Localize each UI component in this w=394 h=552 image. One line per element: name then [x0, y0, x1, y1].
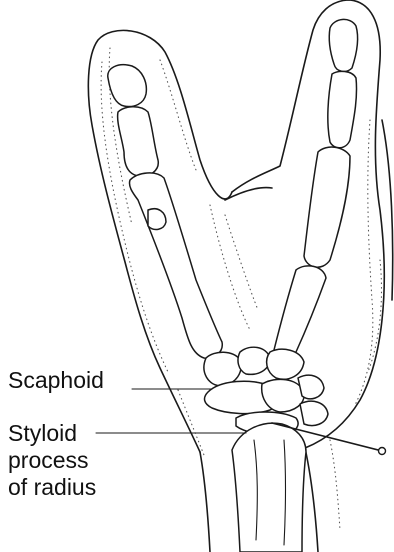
forearm-left [200, 452, 210, 552]
triquetrum [298, 375, 324, 399]
capitate [267, 349, 304, 379]
thumb-distal-phalanx [108, 65, 147, 107]
radius-bone [232, 423, 306, 552]
thumb-metacarpal [129, 173, 222, 358]
index-middle-phalanx [328, 71, 357, 147]
index-proximal-phalanx [304, 147, 350, 267]
forearm-right [305, 448, 318, 552]
index-finger-bones [274, 19, 358, 358]
styloid-label-line-3: of radius [8, 474, 96, 501]
trapezoid [238, 347, 270, 374]
thumb-bones [108, 65, 222, 359]
styloid-label-line-2: process [8, 447, 96, 474]
index-metacarpal [274, 266, 326, 359]
styloid-label-line-1: Styloid [8, 420, 96, 447]
index-distal-phalanx [329, 19, 357, 71]
ulna-head [300, 401, 328, 425]
scaphoid-label: Scaphoid [8, 367, 104, 394]
styloid-process-label: Styloid process of radius [8, 420, 96, 501]
probe-tip [379, 448, 386, 455]
thumb-proximal-phalanx [118, 107, 159, 177]
